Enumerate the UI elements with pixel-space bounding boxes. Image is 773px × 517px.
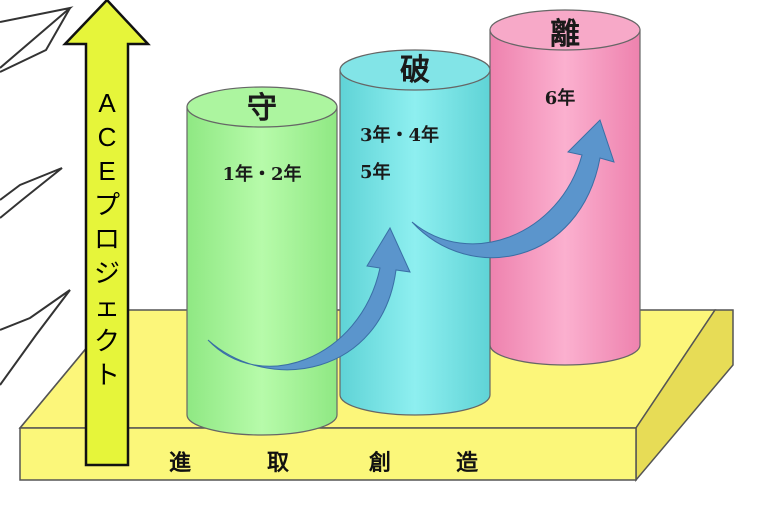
cylinder-shu-title: 守 — [247, 91, 277, 126]
curved-arrow-ha-to-ri — [411, 119, 615, 259]
ace-project-arrow — [62, 0, 151, 467]
curved-arrow-shu-to-ha — [207, 226, 411, 371]
base-label-2: 創 — [369, 450, 391, 476]
base-labels: 進 取 創 造 — [169, 450, 478, 476]
base-label-0: 進 — [169, 450, 191, 476]
arrow-label-char-0: A — [98, 88, 116, 118]
cylinder-ha: 破 3年・4年 5年 — [339, 49, 491, 416]
cylinder-ri: 離 6年 — [489, 9, 641, 366]
arrow-label-char-7: ク — [94, 326, 120, 356]
speech-bubble-middle — [0, 167, 63, 219]
base-label-1: 取 — [267, 450, 289, 476]
arrow-label-char-3: プ — [94, 190, 120, 220]
cylinder-ha-years-1: 5年 — [360, 161, 391, 183]
cylinder-shu-years-0: 1年・2年 — [222, 163, 301, 185]
cylinder-shu: 守 1年・2年 — [186, 86, 338, 436]
speech-bubble-bottom — [0, 289, 71, 386]
arrow-label-char-2: E — [98, 156, 115, 186]
arrow-label-char-5: ジ — [94, 258, 120, 288]
arrow-label-char-1: C — [98, 122, 117, 152]
arrow-label-char-6: ェ — [94, 292, 120, 322]
speech-bubble-top — [0, 6, 74, 73]
arrow-label-char-8: ト — [94, 360, 120, 390]
cylinder-ha-title: 破 — [400, 53, 430, 88]
cylinder-ri-title: 離 — [550, 17, 580, 52]
arrow-label-char-4: ロ — [94, 224, 120, 254]
cylinder-ri-years-0: 6年 — [545, 87, 576, 109]
base-label-3: 造 — [456, 450, 478, 476]
cylinder-ha-years-0: 3年・4年 — [360, 124, 439, 146]
